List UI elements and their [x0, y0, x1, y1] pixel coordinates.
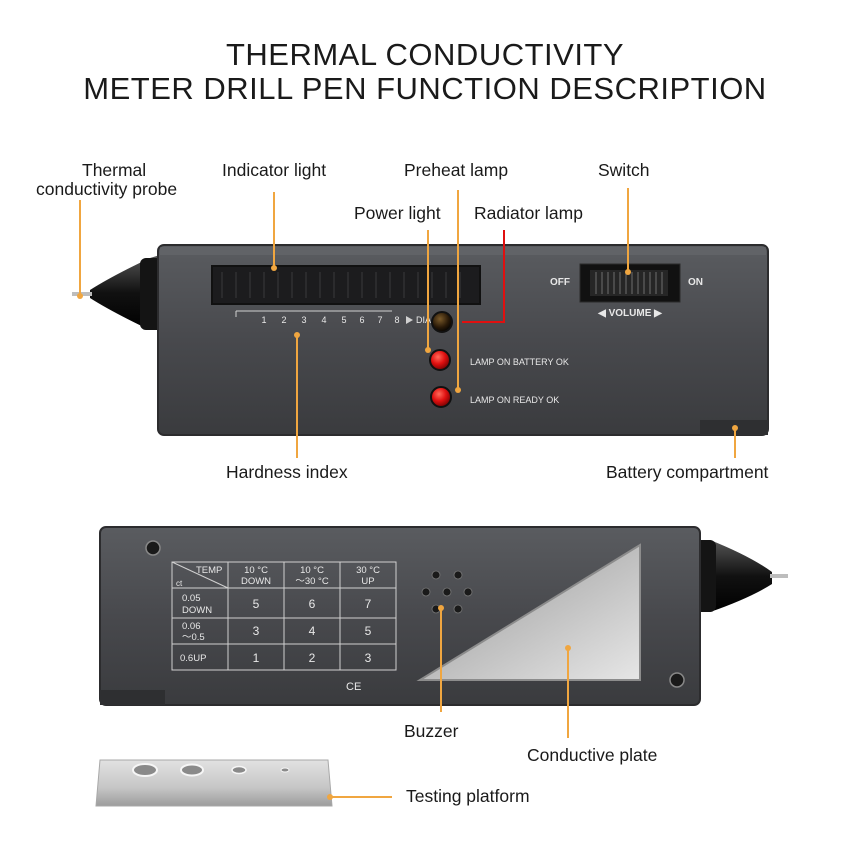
- col-header-3-line-1: 30 °C: [356, 565, 380, 576]
- scale-num-6: 6: [359, 315, 364, 325]
- testing-platform: [95, 759, 333, 807]
- label-conductive-plate: Conductive plate: [527, 745, 658, 765]
- row-2-value-1: 3: [253, 624, 260, 638]
- label-power-light: Power light: [354, 203, 441, 223]
- row-3-label: 0.6UP: [180, 653, 206, 664]
- volume-text: ◀ VOLUME ▶: [597, 308, 663, 319]
- label-indicator-light: Indicator light: [222, 160, 327, 180]
- buzzer-holes: [421, 570, 473, 614]
- row-1-value-1: 5: [253, 597, 260, 611]
- row-3-value-1: 1: [253, 651, 260, 665]
- conductive-plate: [416, 543, 641, 681]
- label-preheat-lamp: Preheat lamp: [404, 160, 509, 180]
- row-2-label-line-2: ～0.5: [182, 632, 205, 643]
- col-header-1-line-2: DOWN: [241, 576, 271, 587]
- hardness-scale: 1 2 3 4 5 6 7 8 DIA: [235, 310, 431, 325]
- indicator-window: [211, 265, 481, 305]
- col-header-2-line-1: 10 °C: [300, 565, 324, 576]
- row-1-label-line-2: DOWN: [182, 605, 212, 616]
- ce-mark: CE: [346, 681, 361, 693]
- scale-num-3: 3: [301, 315, 306, 325]
- table-temp-header: TEMP: [196, 565, 222, 576]
- row-3-value-2: 2: [309, 651, 316, 665]
- row-2-value-2: 4: [309, 624, 316, 638]
- label-hardness-index: Hardness index: [226, 462, 348, 482]
- preheat-ready-lamp: [430, 386, 452, 408]
- title-line-2: METER DRILL PEN FUNCTION DESCRIPTION: [83, 71, 767, 106]
- probe-tip: [72, 255, 162, 330]
- col-header-2-line-2: ～30 °C: [295, 576, 329, 587]
- label-radiator-lamp: Radiator lamp: [474, 203, 583, 223]
- table-ct-header: ct: [176, 579, 183, 588]
- label-buzzer: Buzzer: [404, 721, 459, 741]
- row-2-value-3: 5: [365, 624, 372, 638]
- switch-off-text: OFF: [550, 277, 570, 288]
- scale-num-7: 7: [377, 315, 382, 325]
- back-device: TEMP ct 10 °C DOWN 10 °C ～30 °C 30 °C UP…: [99, 526, 788, 706]
- switch-on-text: ON: [688, 277, 703, 288]
- screw-top-left: [145, 540, 161, 556]
- lamp-battery-text: LAMP ON BATTERY OK: [470, 357, 569, 367]
- scale-num-2: 2: [281, 315, 286, 325]
- label-battery-compartment: Battery compartment: [606, 462, 769, 482]
- title-line-1: THERMAL CONDUCTIVITY: [225, 37, 625, 72]
- scale-num-8: 8: [394, 315, 399, 325]
- row-1-label-line-1: 0.05: [182, 593, 201, 604]
- power-lamp: [429, 349, 451, 371]
- col-header-3-line-2: UP: [361, 576, 374, 587]
- leader-lines: [79, 188, 736, 798]
- label-probe-line-2: conductivity probe: [36, 179, 178, 199]
- scale-num-5: 5: [341, 315, 346, 325]
- row-3-value-3: 3: [365, 651, 372, 665]
- row-2-label-line-1: 0.06: [182, 621, 201, 632]
- row-1-value-2: 6: [309, 597, 316, 611]
- label-probe-line-1: Thermal: [82, 160, 147, 180]
- front-device: 1 2 3 4 5 6 7 8 DIA LAMP ON BATTERY OK L…: [72, 244, 769, 436]
- radiator-lead: [462, 230, 505, 323]
- row-1-value-3: 7: [365, 597, 372, 611]
- temp-table: [171, 561, 397, 671]
- screw-bottom-right: [669, 672, 685, 688]
- radiator-lamp: [431, 311, 453, 333]
- scale-num-1: 1: [261, 315, 266, 325]
- label-testing-platform: Testing platform: [406, 786, 530, 806]
- lamp-ready-text: LAMP ON READY OK: [470, 395, 559, 405]
- back-probe-tip: [690, 540, 788, 612]
- scale-dia: DIA: [416, 315, 431, 325]
- scale-num-4: 4: [321, 315, 326, 325]
- col-header-1-line-1: 10 °C: [244, 565, 268, 576]
- label-switch: Switch: [598, 160, 650, 180]
